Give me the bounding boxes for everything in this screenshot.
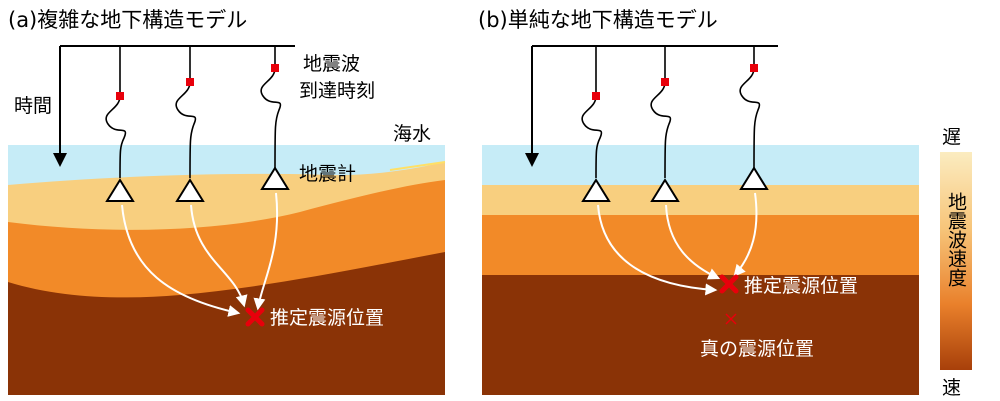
- velocity-scale: 遅 地震波速度 速: [940, 126, 972, 399]
- velocity-scale-slow-label: 遅: [942, 126, 961, 148]
- panel-b-arrival-mark-1: [592, 92, 600, 100]
- panel-a-yellow-line: [389, 161, 446, 171]
- panel-b-light-layer: [482, 185, 919, 215]
- panel-a-ray-3: [253, 192, 279, 311]
- panel-b: (b)単純な地下構造モデル 推定震源位置: [478, 8, 919, 395]
- panel-a-ray-1: [121, 204, 241, 317]
- panel-b-estimated-source-icon: [719, 274, 739, 294]
- panel-b-seismometer-1-icon: [581, 178, 611, 202]
- panel-a-deep-layer: [8, 252, 445, 395]
- panel-a-estimated-source-icon: [245, 307, 265, 327]
- panel-b-seismometer-2-icon: [650, 178, 680, 202]
- panel-b-seismogram-1: [581, 46, 603, 179]
- panel-b-estimated-label: 推定震源位置: [744, 275, 858, 297]
- velocity-scale-bar: [940, 152, 972, 370]
- panel-a-seismometer-1-icon: [105, 178, 135, 202]
- panel-b-true-source-icon: [725, 313, 737, 325]
- panel-a-seismometer-3-icon: [260, 166, 290, 190]
- panel-a-seismometer-2-icon: [175, 178, 205, 202]
- panel-b-sea: [482, 145, 919, 185]
- panel-a-arrival-label-1: 地震波: [303, 53, 360, 75]
- panel-b-title: (b)単純な地下構造モデル: [478, 8, 718, 32]
- velocity-scale-fast-label: 速: [942, 377, 961, 399]
- panel-a-arrival-mark-2: [186, 78, 194, 86]
- panel-b-orange-layer: [482, 215, 919, 275]
- panel-a-seawater-label: 海水: [393, 123, 431, 145]
- panel-b-seismogram-3: [739, 46, 761, 169]
- panel-a-time-label: 時間: [14, 95, 52, 117]
- panel-a-seismogram-1: [105, 46, 127, 179]
- panel-b-ray-1: [597, 204, 718, 296]
- panel-b-ray-2: [665, 204, 721, 280]
- panel-a-ray-2: [190, 204, 248, 308]
- panel-a-seismometer-label: 地震計: [299, 163, 356, 185]
- panel-a-arrival-mark-1: [116, 92, 124, 100]
- panel-a-title: (a)複雑な地下構造モデル: [8, 8, 247, 32]
- panel-a-seismogram-2: [175, 46, 197, 179]
- panel-a-estimated-label: 推定震源位置: [270, 307, 384, 329]
- panel-a-arrival-mark-3: [271, 64, 279, 72]
- panel-a-arrival-label-2: 到達時刻: [299, 80, 375, 102]
- panel-b-seismogram-2: [650, 46, 672, 179]
- panel-a: (a)複雑な地下構造モデル 時間 地震波 到達時刻 海水 地震計: [8, 8, 446, 395]
- panel-b-seismometer-3-icon: [739, 166, 769, 190]
- panel-b-arrival-mark-2: [661, 78, 669, 86]
- panel-a-seismogram-3: [260, 46, 282, 169]
- panel-b-arrival-mark-3: [750, 64, 758, 72]
- panel-b-deep-layer: [482, 275, 919, 395]
- velocity-scale-title: 地震波速度: [945, 192, 967, 287]
- panel-b-true-label: 真の震源位置: [700, 338, 814, 360]
- panel-b-ray-3: [733, 192, 758, 277]
